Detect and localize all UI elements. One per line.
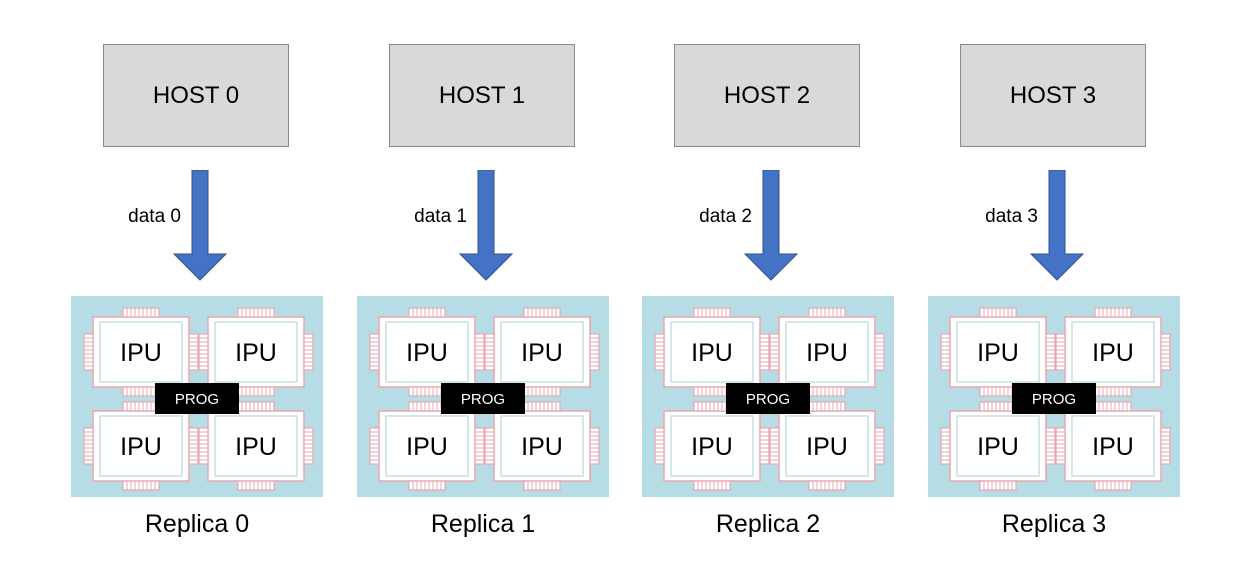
replica-column-3: HOST 3 data 3 IPU IPU IPU IPU PROG Replica 3 <box>928 0 1214 568</box>
ipu-label: IPU <box>235 433 277 461</box>
prog-label: PROG <box>746 391 790 408</box>
down-arrow-icon <box>458 170 514 281</box>
data-label: data 0 <box>128 206 181 227</box>
ipu-label: IPU <box>235 339 277 367</box>
host-box: HOST 3 <box>960 44 1146 147</box>
replica-label: Replica 3 <box>1001 510 1107 538</box>
ipu-label: IPU <box>120 339 162 367</box>
ipu-label: IPU <box>1092 433 1134 461</box>
replica-box: IPU IPU IPU IPU PROG <box>357 296 609 497</box>
down-arrow-icon <box>743 170 799 281</box>
ipu-chip-top-left <box>663 316 761 388</box>
ipu-label: IPU <box>521 433 563 461</box>
ipu-chip-top-right <box>207 316 305 388</box>
ipu-chip-bottom-left <box>949 410 1047 482</box>
ipu-chip-top-left <box>949 316 1047 388</box>
replica-label: Replica 2 <box>715 510 821 538</box>
down-arrow-icon <box>1029 170 1085 281</box>
ipu-label: IPU <box>806 339 848 367</box>
replica-box: IPU IPU IPU IPU PROG <box>642 296 894 497</box>
host-box: HOST 0 <box>103 44 289 147</box>
ipu-chip-bottom-left <box>92 410 190 482</box>
replica-label: Replica 1 <box>430 510 536 538</box>
ipu-label: IPU <box>977 433 1019 461</box>
ipu-chip-top-right <box>778 316 876 388</box>
host-box: HOST 1 <box>389 44 575 147</box>
prog-label: PROG <box>175 391 219 408</box>
host-box: HOST 2 <box>674 44 860 147</box>
ipu-label: IPU <box>521 339 563 367</box>
ipu-chip-top-left <box>378 316 476 388</box>
ipu-label: IPU <box>406 433 448 461</box>
prog-block: PROG <box>1012 383 1096 414</box>
prog-block: PROG <box>726 383 810 414</box>
ipu-label: IPU <box>691 433 733 461</box>
data-label: data 3 <box>985 206 1038 227</box>
replica-box: IPU IPU IPU IPU PROG <box>71 296 323 497</box>
replica-column-0: HOST 0 data 0 IPU IPU IPU IPU PROG Replica 0 <box>71 0 357 568</box>
ipu-label: IPU <box>1092 339 1134 367</box>
ipu-chip-top-right <box>1064 316 1162 388</box>
ipu-label: IPU <box>977 339 1019 367</box>
down-arrow-icon <box>172 170 228 281</box>
ipu-chip-bottom-right <box>1064 410 1162 482</box>
prog-label: PROG <box>461 391 505 408</box>
ipu-chip-bottom-right <box>778 410 876 482</box>
ipu-chip-top-right <box>493 316 591 388</box>
replica-box: IPU IPU IPU IPU PROG <box>928 296 1180 497</box>
data-label: data 2 <box>699 206 752 227</box>
ipu-label: IPU <box>120 433 162 461</box>
prog-block: PROG <box>441 383 525 414</box>
replica-column-1: HOST 1 data 1 IPU IPU IPU IPU PROG Replica 1 <box>357 0 643 568</box>
ipu-label: IPU <box>691 339 733 367</box>
data-label: data 1 <box>414 206 467 227</box>
ipu-label: IPU <box>806 433 848 461</box>
ipu-chip-bottom-left <box>378 410 476 482</box>
prog-label: PROG <box>1032 391 1076 408</box>
ipu-label: IPU <box>406 339 448 367</box>
ipu-chip-bottom-right <box>207 410 305 482</box>
replica-label: Replica 0 <box>144 510 250 538</box>
replica-column-2: HOST 2 data 2 IPU IPU IPU IPU PROG Replica 2 <box>642 0 928 568</box>
prog-block: PROG <box>155 383 239 414</box>
ipu-chip-bottom-left <box>663 410 761 482</box>
ipu-chip-bottom-right <box>493 410 591 482</box>
